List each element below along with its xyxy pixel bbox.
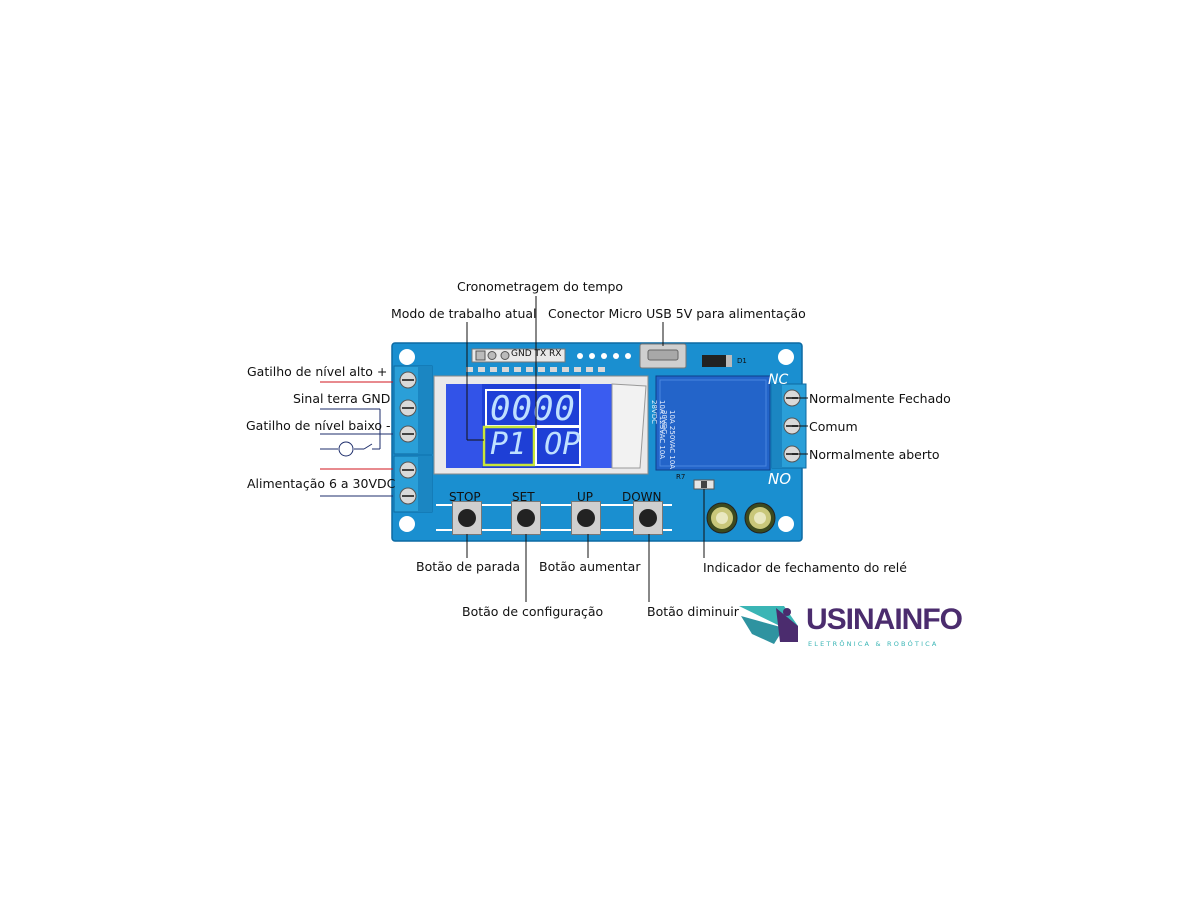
logo-tagline: ELETRÔNICA & ROBÓTICA <box>808 640 939 648</box>
mount-hole <box>399 516 415 532</box>
down-button-cap <box>639 509 657 527</box>
up-silkscreen: UP <box>577 490 594 504</box>
mount-hole <box>778 349 794 365</box>
set-button-cap <box>517 509 535 527</box>
label-indicador-rele: Indicador de fechamento do relé <box>703 560 907 575</box>
up-button[interactable] <box>571 501 601 535</box>
set-silkscreen: SET <box>512 490 535 504</box>
stop-button-cap <box>458 509 476 527</box>
label-comum: Comum <box>809 419 858 434</box>
label-botao-diminuir: Botão diminuir <box>647 604 739 619</box>
label-botao-parada: Botão de parada <box>416 559 520 574</box>
stop-button[interactable] <box>452 501 482 535</box>
label-cronometragem: Cronometragem do tempo <box>457 279 624 294</box>
diode <box>702 355 732 367</box>
lcd-display <box>433 375 649 475</box>
label-botao-aumentar: Botão aumentar <box>539 559 641 574</box>
micro-usb-connector <box>639 343 687 369</box>
lcd-mode-readout: P1 OP <box>490 427 581 462</box>
label-normalmente-aberto: Normalmente aberto <box>809 447 940 462</box>
capacitors <box>706 502 776 534</box>
label-botao-configuracao: Botão de configuração <box>462 604 604 619</box>
logo-wordmark: USINAINFO <box>806 603 963 636</box>
down-silkscreen: DOWN <box>622 490 662 504</box>
label-gatilho-baixo: Gatilho de nível baixo - <box>246 418 391 433</box>
set-button[interactable] <box>511 501 541 535</box>
label-conector-usb: Conector Micro USB 5V para alimentação <box>548 306 806 321</box>
label-sinal-terra: Sinal terra GND <box>293 391 391 406</box>
label-gatilho-alto: Gatilho de nível alto + <box>247 364 388 379</box>
input-wiring <box>320 381 393 497</box>
stop-silkscreen: STOP <box>449 490 481 504</box>
mount-hole <box>399 349 415 365</box>
pin-header <box>471 348 631 363</box>
mount-hole <box>778 516 794 532</box>
relay <box>655 375 771 471</box>
diode-silkscreen: D1 <box>737 357 747 365</box>
up-button-cap <box>577 509 595 527</box>
resistor-silkscreen: R7 <box>676 473 686 481</box>
label-alimentacao: Alimentação 6 a 30VDC <box>247 476 396 491</box>
down-button[interactable] <box>633 501 663 535</box>
input-terminal-block <box>393 365 433 455</box>
label-modo-trabalho: Modo de trabalho atual <box>391 306 537 321</box>
lcd-time-readout: 0000 <box>490 389 576 429</box>
relay-no-silkscreen: NO <box>768 470 792 488</box>
power-terminal-block <box>393 455 433 513</box>
smd-components <box>466 367 605 372</box>
relay-nc-silkscreen: NC <box>768 372 789 388</box>
label-normalmente-fechado: Normalmente Fechado <box>809 391 951 406</box>
